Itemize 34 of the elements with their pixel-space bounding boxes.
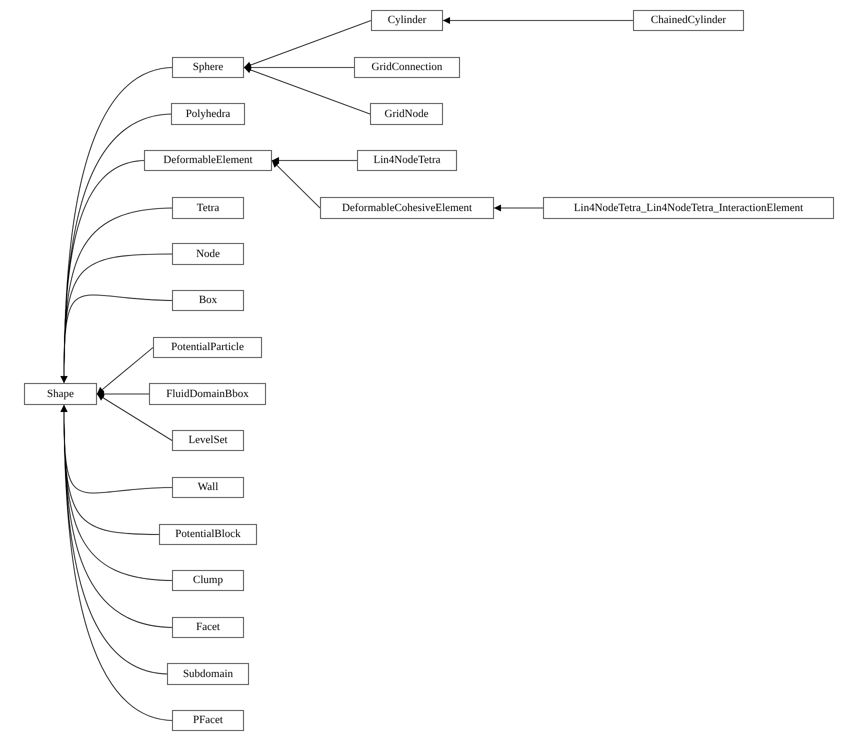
class-box: Facet <box>172 617 244 638</box>
class-box: Lin4NodeTetra <box>357 150 457 171</box>
class-box: PotentialParticle <box>153 337 262 358</box>
inheritance-arrow <box>244 20 372 68</box>
class-box: PotentialBlock <box>159 524 257 545</box>
class-box: Lin4NodeTetra_Lin4NodeTetra_InteractionElement <box>543 197 834 219</box>
class-box: DeformableCohesiveElement <box>320 197 494 219</box>
inheritance-arrow <box>96 394 172 441</box>
class-box: ChainedCylinder <box>633 10 744 31</box>
class-box: GridNode <box>370 103 443 125</box>
class-box: Tetra <box>172 197 244 219</box>
inheritance-arrow <box>494 204 544 212</box>
class-box: Cylinder <box>371 10 443 31</box>
class-box: PFacet <box>172 710 244 731</box>
inheritance-arrow <box>60 404 174 721</box>
class-box: Wall <box>172 477 244 498</box>
class-box: Box <box>172 290 244 311</box>
inheritance-arrow <box>272 157 358 164</box>
inheritance-arrow <box>244 66 370 114</box>
class-box: LevelSet <box>172 430 244 451</box>
inheritance-arrow <box>442 17 634 24</box>
class-box: Clump <box>172 570 244 591</box>
inheritance-arrow <box>60 294 174 384</box>
class-box: DeformableElement <box>144 150 272 171</box>
inheritance-arrow <box>96 390 150 398</box>
inheritance-arrow <box>96 347 154 394</box>
class-box: Sphere <box>172 57 244 78</box>
class-box: GridConnection <box>354 57 460 78</box>
class-box: Subdomain <box>167 663 249 685</box>
class-box: Polyhedra <box>171 103 245 125</box>
class-box: FluidDomainBbox <box>149 383 266 405</box>
class-box: Node <box>172 243 244 265</box>
class-box: Shape <box>24 383 97 405</box>
inheritance-arrow <box>272 160 320 208</box>
